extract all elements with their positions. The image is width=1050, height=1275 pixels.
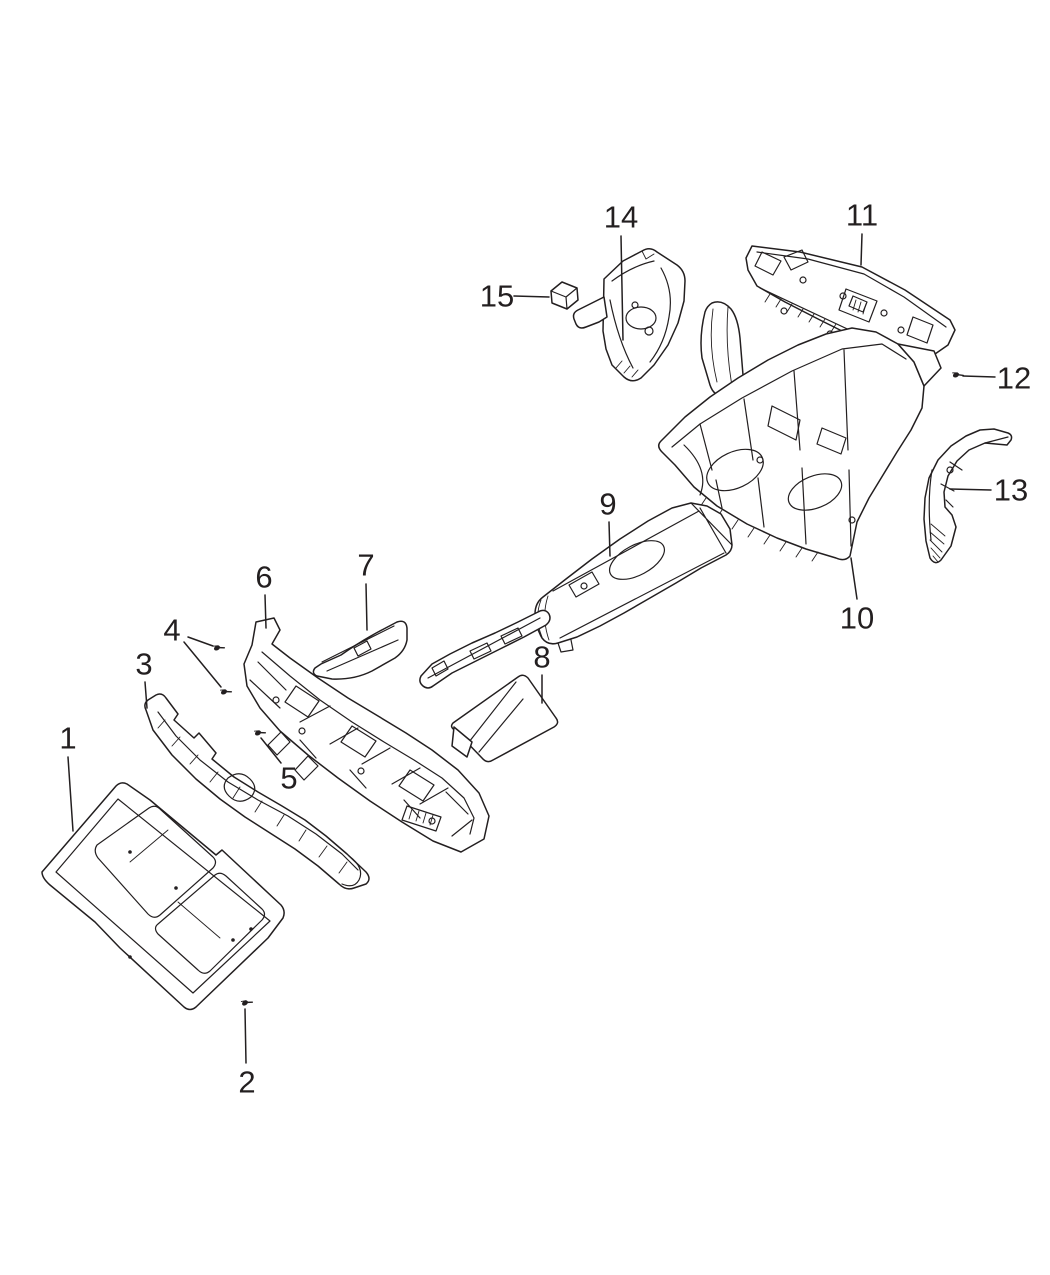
callout-7: 7 (357, 548, 375, 631)
callout-6: 6 (255, 560, 273, 629)
callout-15: 15 (480, 279, 550, 314)
part-3-art (144, 693, 370, 890)
fastener-layer (213, 372, 965, 1006)
fastener-4a (213, 645, 226, 651)
callout-number-7: 7 (357, 548, 374, 583)
floor-strip-art (419, 609, 551, 689)
callout-13: 13 (949, 473, 1028, 508)
callout-number-8: 8 (533, 640, 550, 675)
callout-number-9: 9 (599, 487, 616, 522)
callout-number-12: 12 (997, 361, 1031, 396)
leader-line-3 (144, 681, 148, 709)
part-7-art (312, 620, 408, 680)
callout-number-10: 10 (840, 601, 874, 636)
leader-line-2 (244, 1008, 247, 1064)
leader-line-10 (850, 557, 858, 600)
part-8-art (450, 674, 559, 763)
callout-4: 4 (163, 613, 222, 688)
leader-line-5 (260, 737, 282, 764)
part-11-art (745, 245, 956, 357)
leader-line-11 (860, 233, 863, 266)
leader-line-9 (608, 521, 611, 557)
callout-9: 9 (599, 487, 617, 557)
leader-line-13 (949, 488, 992, 491)
callout-2: 2 (238, 1008, 256, 1100)
callout-number-14: 14 (604, 200, 638, 235)
fastener-5 (254, 730, 267, 736)
callout-number-3: 3 (135, 647, 152, 682)
callout-14: 14 (604, 200, 638, 341)
leader-line-12 (962, 375, 996, 378)
callout-number-1: 1 (59, 721, 76, 756)
part-6-art (243, 617, 490, 853)
part-10-art (658, 301, 942, 562)
leader-line-7 (365, 583, 368, 631)
part-9-art (534, 502, 733, 653)
callout-5: 5 (260, 737, 298, 796)
part-13-art (923, 428, 1013, 564)
fastener-4b (220, 689, 233, 695)
leader-line-6 (264, 594, 267, 629)
part-1-art (41, 782, 285, 1011)
leader-line-1 (67, 756, 74, 832)
callout-number-13: 13 (994, 473, 1028, 508)
part-14-art (572, 248, 686, 382)
leader-line-14 (620, 235, 624, 341)
callout-number-5: 5 (280, 761, 297, 796)
callout-12: 12 (962, 361, 1031, 396)
leader-line-4 (183, 641, 222, 688)
callout-1: 1 (59, 721, 77, 832)
part-15-art (550, 281, 579, 310)
fastener-12 (952, 372, 965, 378)
callout-10: 10 (840, 557, 874, 636)
callout-3: 3 (135, 647, 153, 709)
fastener-2 (240, 1000, 254, 1006)
callout-11: 11 (846, 198, 878, 266)
callout-number-2: 2 (238, 1065, 255, 1100)
callout-8: 8 (533, 640, 551, 704)
leader-line-15 (513, 295, 550, 298)
callout-number-15: 15 (480, 279, 514, 314)
callout-number-11: 11 (846, 198, 878, 233)
leader-line-4 (187, 636, 214, 647)
callout-number-4: 4 (163, 613, 180, 648)
callout-number-6: 6 (255, 560, 272, 595)
